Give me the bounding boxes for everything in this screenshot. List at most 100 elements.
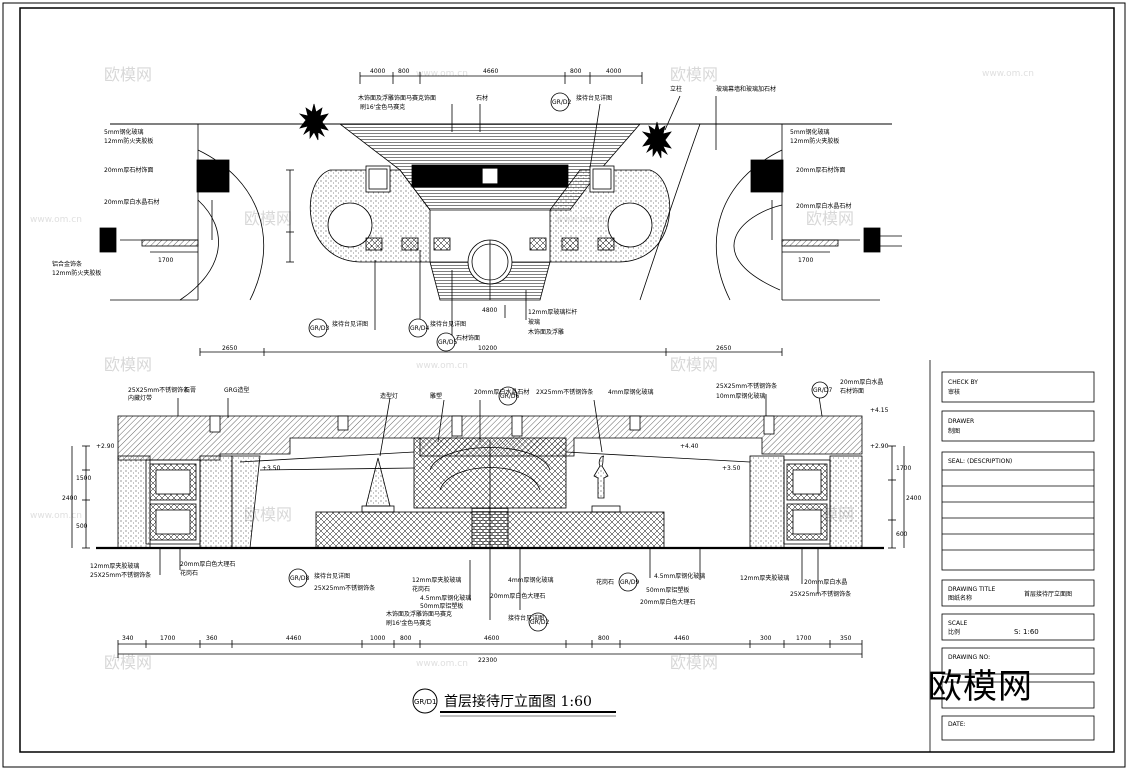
svg-text:SEAL: (DESCRIPTION): SEAL: (DESCRIPTION) xyxy=(948,458,1012,465)
svg-text:+3.50: +3.50 xyxy=(262,465,281,472)
svg-text:2400: 2400 xyxy=(906,495,921,502)
svg-text:GR/D5: GR/D5 xyxy=(438,339,457,346)
svg-text:500: 500 xyxy=(76,523,88,530)
callout-marker: GR/D8 xyxy=(288,568,309,588)
svg-text:20mm厚白色大理石: 20mm厚白色大理石 xyxy=(640,598,695,606)
svg-text:4460: 4460 xyxy=(674,635,689,642)
svg-text:内藏灯带: 内藏灯带 xyxy=(128,394,152,402)
svg-text:2650: 2650 xyxy=(716,345,731,352)
svg-text:20mm厚白水晶: 20mm厚白水晶 xyxy=(804,578,847,586)
watermark-group: 欧模网 欧模网 欧模网 欧模网 欧模网 欧模网 欧模网 欧模网 欧模网 欧模网 … xyxy=(30,65,1034,672)
svg-text:25X25mm不锈钢饰条: 25X25mm不锈钢饰条 xyxy=(790,590,851,598)
svg-text:4800: 4800 xyxy=(482,307,497,314)
svg-text:接待台见详图: 接待台见详图 xyxy=(508,614,544,622)
svg-text:5mm钢化玻璃: 5mm钢化玻璃 xyxy=(104,128,144,136)
svg-text:12mm厚夹胶玻璃: 12mm厚夹胶玻璃 xyxy=(740,574,789,582)
svg-text:800: 800 xyxy=(398,68,410,75)
svg-text:800: 800 xyxy=(400,635,412,642)
svg-text:www.om.cn: www.om.cn xyxy=(982,69,1034,79)
svg-text:4000: 4000 xyxy=(606,68,621,75)
svg-text:www.om.cn: www.om.cn xyxy=(30,511,82,521)
svg-text:350: 350 xyxy=(840,635,852,642)
svg-text:12mm厚夹胶玻璃: 12mm厚夹胶玻璃 xyxy=(412,576,461,584)
svg-text:欧模网: 欧模网 xyxy=(806,209,854,228)
svg-text:木饰面及浮雕饰面马赛克饰面: 木饰面及浮雕饰面马赛克饰面 xyxy=(358,94,436,102)
svg-text:石膏: 石膏 xyxy=(184,386,196,394)
svg-text:25X25mm不锈钢饰条: 25X25mm不锈钢饰条 xyxy=(716,382,777,390)
svg-text:600: 600 xyxy=(896,531,908,538)
plan-notes: 木饰面及浮雕饰面马赛克饰面 刷16'金色马赛克 石材 接待台见详图 立柱 玻璃幕… xyxy=(52,85,851,342)
svg-text:木饰面及浮雕饰面马赛克: 木饰面及浮雕饰面马赛克 xyxy=(386,610,452,618)
svg-text:4660: 4660 xyxy=(483,68,498,75)
svg-text:欧模网: 欧模网 xyxy=(104,355,152,374)
svg-text:20mm厚白水晶石材: 20mm厚白水晶石材 xyxy=(474,388,529,396)
svg-text:5mm钢化玻璃: 5mm钢化玻璃 xyxy=(790,128,830,136)
svg-text:www.om.cn: www.om.cn xyxy=(30,215,82,225)
lower-drawing xyxy=(71,389,905,658)
svg-text:20mm厚白水晶石材: 20mm厚白水晶石材 xyxy=(104,198,159,206)
svg-text:4.5mm厚钢化玻璃: 4.5mm厚钢化玻璃 xyxy=(420,594,471,602)
svg-text:800: 800 xyxy=(570,68,582,75)
svg-text:制图: 制图 xyxy=(948,427,960,435)
svg-text:12mm防火夹胶板: 12mm防火夹胶板 xyxy=(790,137,839,145)
svg-text:刷16'金色马赛克: 刷16'金色马赛克 xyxy=(386,619,431,627)
svg-text:10mm厚钢化玻璃: 10mm厚钢化玻璃 xyxy=(716,392,765,400)
svg-text:50mm厚铝塑板: 50mm厚铝塑板 xyxy=(646,586,689,594)
svg-text:欧模网: 欧模网 xyxy=(104,65,152,84)
svg-text:+4.40: +4.40 xyxy=(680,443,699,450)
level-labels: +2.90 +4.15 +3.50 +4.40 +2.90 +3.50 xyxy=(96,407,889,472)
svg-text:22300: 22300 xyxy=(478,657,497,664)
svg-text:欧模网: 欧模网 xyxy=(670,355,718,374)
svg-text:1700: 1700 xyxy=(796,635,811,642)
title-block-text: CHECK BY 审核 DRAWER 制图 SEAL: (DESCRIPTION… xyxy=(948,379,1072,728)
svg-text:20mm厚白色大理石: 20mm厚白色大理石 xyxy=(490,592,545,600)
svg-text:4.5mm厚钢化玻璃: 4.5mm厚钢化玻璃 xyxy=(654,572,705,580)
svg-text:花岗石: 花岗石 xyxy=(180,569,198,577)
svg-text:铝合金饰条: 铝合金饰条 xyxy=(52,260,82,268)
title-block xyxy=(929,360,1095,752)
callout-marker: GR/D4 xyxy=(408,318,429,338)
svg-text:玻璃: 玻璃 xyxy=(528,318,540,326)
svg-text:GR/D1: GR/D1 xyxy=(414,698,437,706)
svg-text:接待台见详图: 接待台见详图 xyxy=(430,320,466,328)
svg-text:20mm厚白水晶石材: 20mm厚白水晶石材 xyxy=(796,202,851,210)
svg-text:800: 800 xyxy=(598,635,610,642)
svg-text:比例: 比例 xyxy=(948,628,960,636)
svg-text:25X25mm不锈钢饰条: 25X25mm不锈钢饰条 xyxy=(314,584,375,592)
svg-text:www.om.cn: www.om.cn xyxy=(416,69,468,79)
svg-text:石材饰面: 石材饰面 xyxy=(456,334,480,342)
svg-text:GR/D6: GR/D6 xyxy=(500,393,519,400)
svg-text:S: 1:60: S: 1:60 xyxy=(1014,628,1039,636)
svg-text:2X25mm不锈钢饰条: 2X25mm不锈钢饰条 xyxy=(536,388,593,396)
svg-text:GR/D7: GR/D7 xyxy=(813,387,832,394)
callout-markers: GR/D2 GR/D3 GR/D4 GR/D5 GR/D6 GR/D7 GR/D… xyxy=(288,92,832,632)
svg-text:欧模网: 欧模网 xyxy=(244,209,292,228)
svg-text:2650: 2650 xyxy=(222,345,237,352)
svg-text:10200: 10200 xyxy=(478,345,497,352)
svg-text:欧模网: 欧模网 xyxy=(104,653,152,672)
svg-text:SCALE: SCALE xyxy=(948,620,967,627)
svg-text:首层接待厅立面图 1:60: 首层接待厅立面图 1:60 xyxy=(444,693,592,710)
svg-text:玻璃幕墙和玻璃加石材: 玻璃幕墙和玻璃加石材 xyxy=(716,85,776,93)
callout-marker: GR/D5 xyxy=(436,332,457,352)
svg-text:GR/D9: GR/D9 xyxy=(620,579,639,586)
svg-text:CHECK BY: CHECK BY xyxy=(948,379,978,386)
svg-text:雕塑: 雕塑 xyxy=(430,392,442,400)
svg-text:1700: 1700 xyxy=(798,257,813,264)
svg-text:4mm厚钢化玻璃: 4mm厚钢化玻璃 xyxy=(608,388,654,396)
svg-text:4mm厚钢化玻璃: 4mm厚钢化玻璃 xyxy=(508,576,554,584)
upper-drawing xyxy=(99,72,902,356)
svg-text:石材饰面: 石材饰面 xyxy=(840,387,864,395)
svg-text:340: 340 xyxy=(122,635,134,642)
svg-text:欧模网: 欧模网 xyxy=(670,65,718,84)
svg-text:木饰面及浮雕: 木饰面及浮雕 xyxy=(528,328,564,336)
svg-text:审核: 审核 xyxy=(948,388,960,396)
svg-text:1700: 1700 xyxy=(896,465,911,472)
svg-text:25X25mm不锈钢饰条: 25X25mm不锈钢饰条 xyxy=(128,386,189,394)
callout-marker: GR/D9 xyxy=(618,572,639,592)
elevation-notes: 25X25mm不锈钢饰条 内藏灯带 石膏 GRG造型 造型灯 雕塑 20mm厚白… xyxy=(90,378,883,627)
svg-text:4460: 4460 xyxy=(286,635,301,642)
svg-text:石材: 石材 xyxy=(476,94,488,102)
